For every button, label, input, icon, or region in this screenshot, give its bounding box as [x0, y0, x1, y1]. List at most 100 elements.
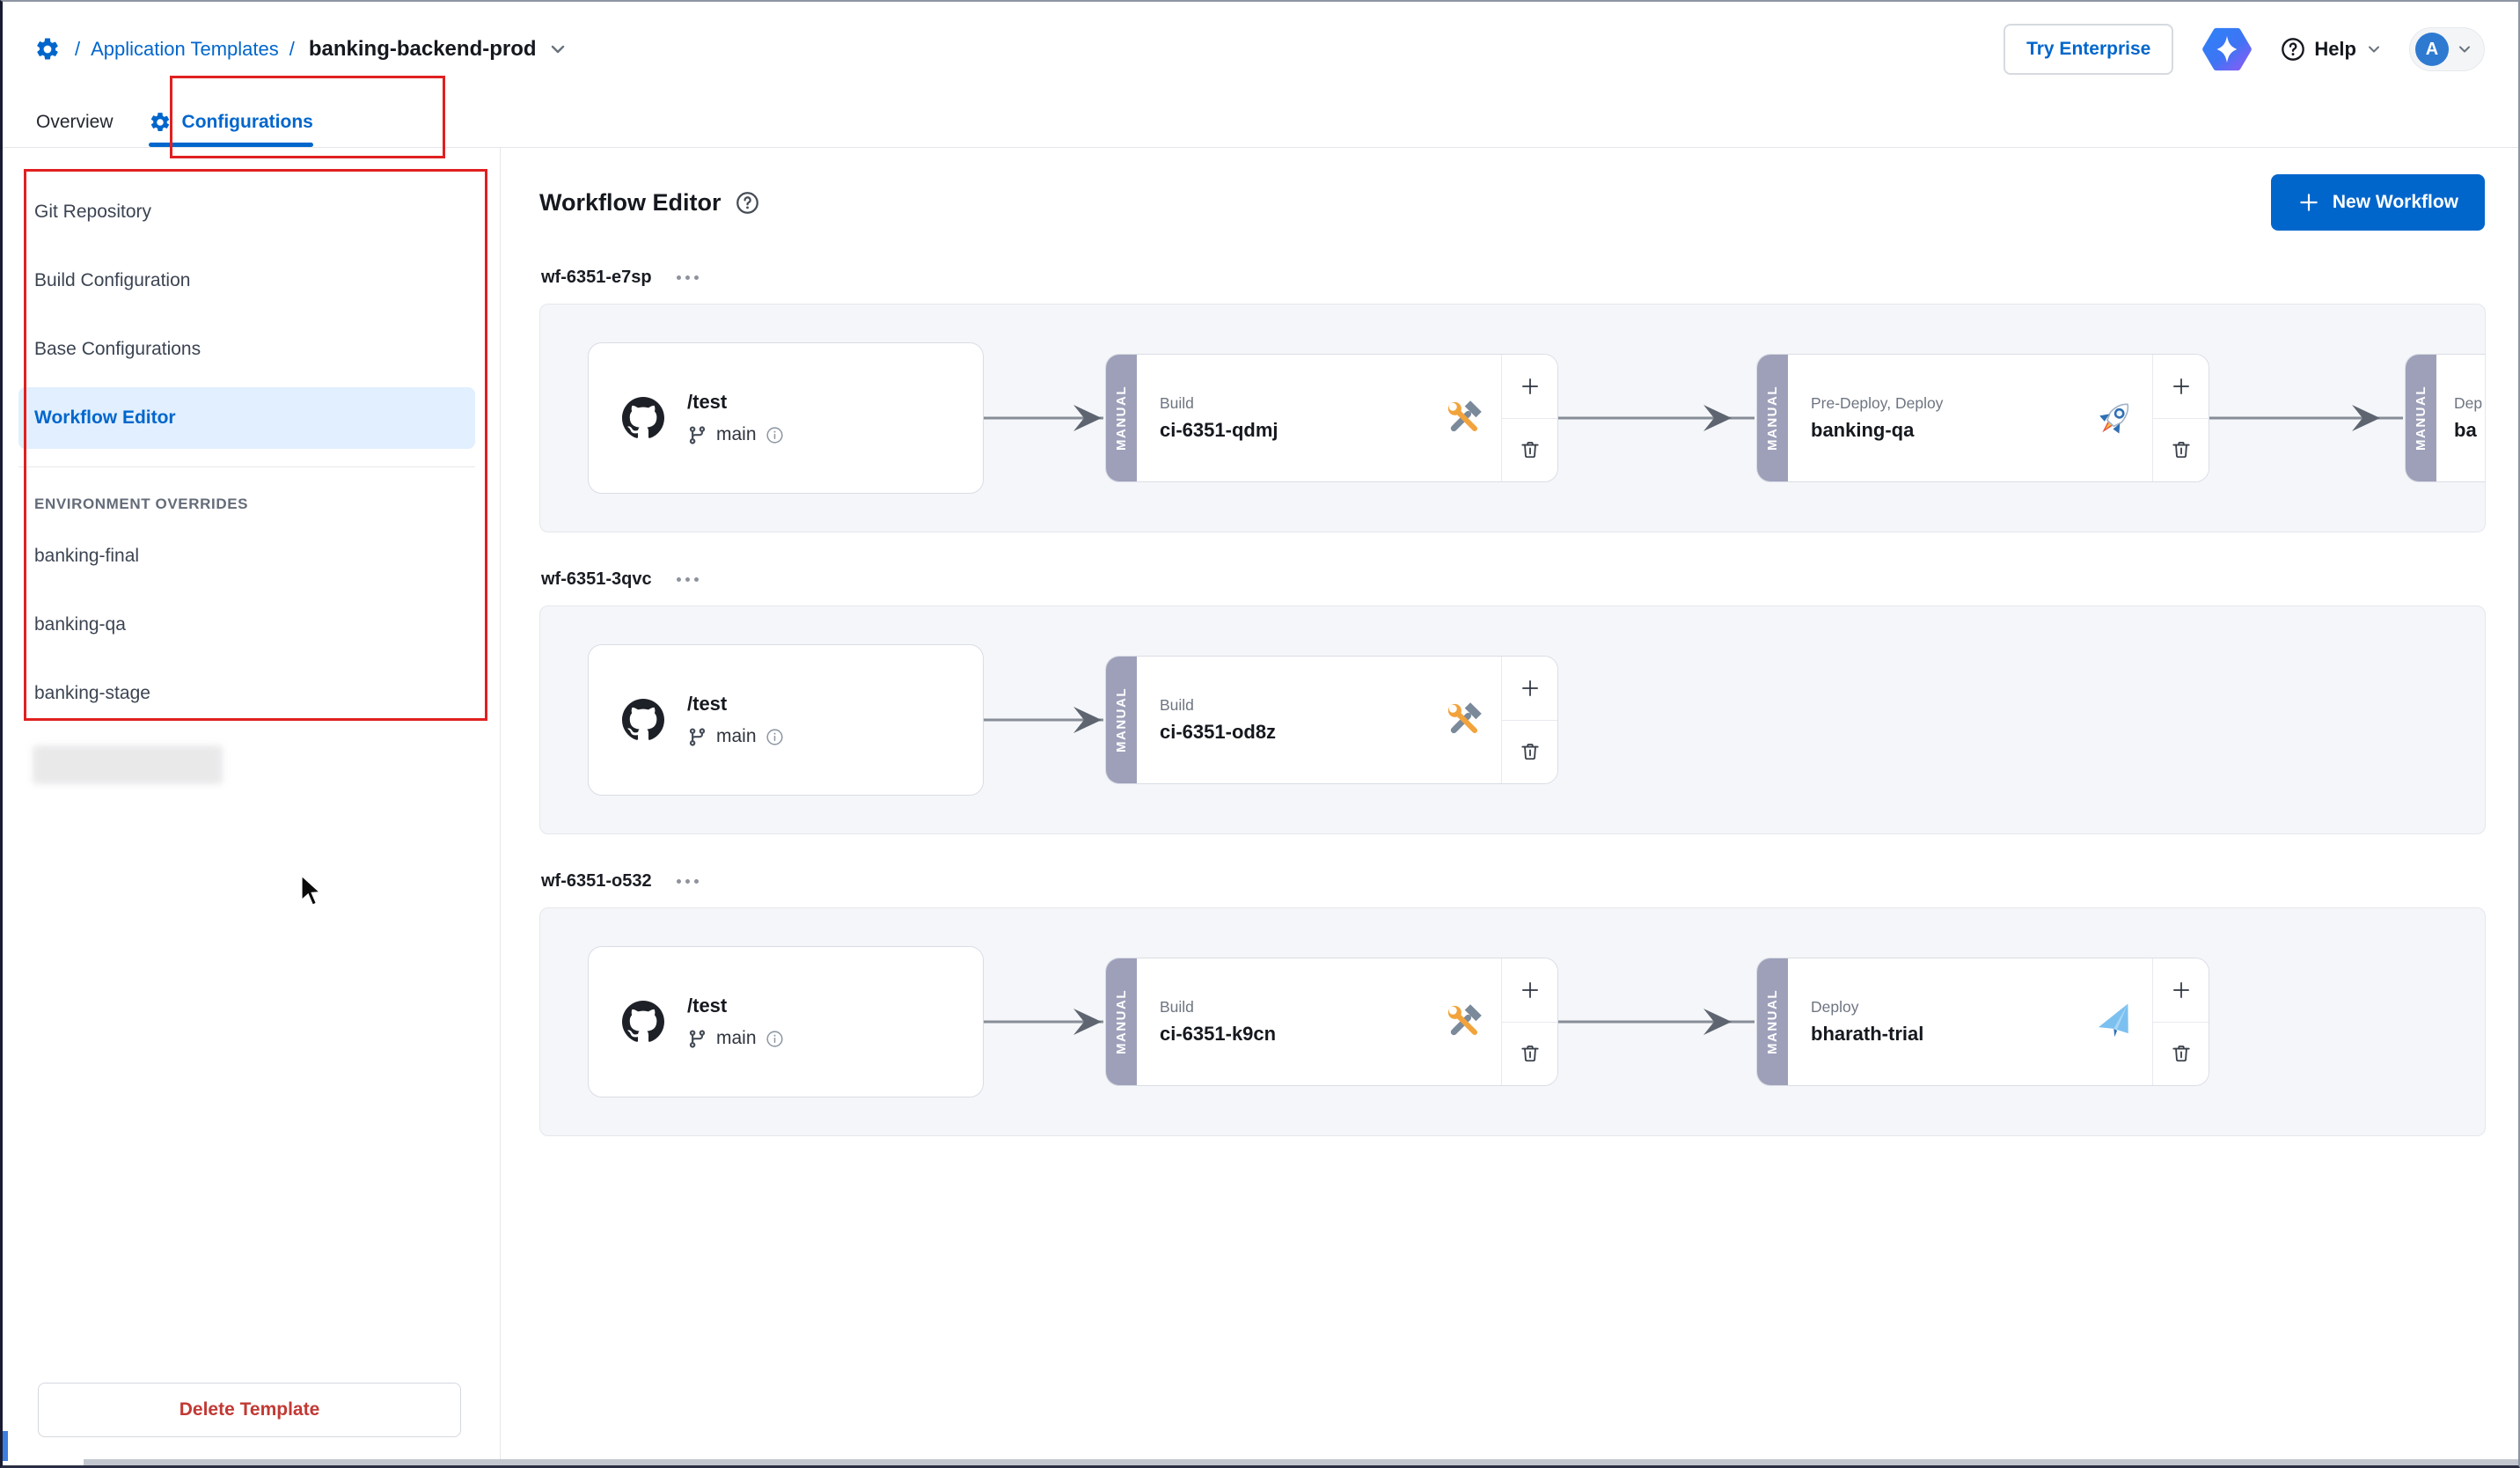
delete-template-button[interactable]: Delete Template [38, 1383, 461, 1437]
redacted-sidebar-item [33, 745, 223, 784]
connector-arrow [1558, 1009, 1754, 1035]
stage-type-label: Pre-Deploy, Deploy [1811, 394, 1944, 412]
delete-stage-button[interactable] [1502, 720, 1557, 783]
git-branch-icon [689, 1029, 706, 1048]
git-repo-path: /test [687, 693, 728, 715]
user-menu[interactable]: A [2409, 27, 2485, 71]
add-stage-button[interactable] [2153, 355, 2209, 419]
git-repo-path: /test [687, 391, 728, 413]
connector-arrow [1558, 405, 1754, 431]
deploy-pipeline-node-clipped[interactable]: MANUAL Dep ba [2405, 354, 2485, 482]
window-corner-accent [3, 1431, 8, 1461]
trash-icon [2172, 1046, 2190, 1062]
trigger-badge: MANUAL [1757, 355, 1788, 481]
stage-name: bharath-trial [1811, 1023, 1924, 1045]
settings-gear-icon[interactable] [34, 36, 61, 62]
add-stage-button[interactable] [1502, 355, 1557, 419]
environment-overrides-heading: ENVIRONMENT OVERRIDES [34, 495, 249, 512]
git-source-node[interactable]: /test main [588, 342, 984, 494]
trash-icon [1520, 442, 1539, 459]
add-stage-button[interactable] [1502, 657, 1557, 721]
build-tools-icon [1445, 399, 1482, 437]
sidebar-item-banking-final[interactable]: banking-final [34, 546, 140, 566]
configurations-gear-icon [150, 112, 169, 131]
delete-stage-button[interactable] [2153, 1022, 2209, 1085]
build-tools-icon [1445, 701, 1482, 738]
trigger-badge: MANUAL [1106, 657, 1137, 783]
build-pipeline-node[interactable]: MANUAL Build ci-6351-od8z [1105, 656, 1558, 784]
tab-configurations-label: Configurations [181, 111, 313, 132]
stage-type-label: Build [1160, 394, 1194, 412]
git-branch-name: main [716, 1028, 757, 1048]
deploy-pipeline-node[interactable]: MANUAL Pre-Deploy, Deploy banking-qa [1756, 354, 2209, 482]
stage-type-label: Build [1160, 696, 1194, 714]
git-repo-path: /test [687, 995, 728, 1017]
info-icon[interactable] [766, 728, 784, 746]
help-label: Help [2314, 38, 2356, 60]
sidebar-item-banking-stage[interactable]: banking-stage [34, 683, 150, 703]
info-icon[interactable] [766, 426, 784, 444]
help-chevron-icon [2369, 46, 2379, 53]
trash-icon [1520, 744, 1539, 760]
workflow-editor-panel: Workflow Editor New Workflow wf-6351-e7s… [501, 148, 2518, 1465]
delete-stage-button[interactable] [1502, 1022, 1557, 1085]
build-tools-icon [1445, 1002, 1482, 1040]
try-enterprise-button[interactable]: Try Enterprise [2004, 24, 2174, 75]
config-sidebar: Git Repository Build Configuration Base … [3, 148, 501, 1465]
delete-stage-button[interactable] [2153, 418, 2209, 481]
add-stage-button[interactable] [1502, 958, 1557, 1023]
breadcrumb-application-templates[interactable]: Application Templates [91, 38, 279, 60]
trigger-badge: MANUAL [1757, 958, 1788, 1085]
trigger-badge: MANUAL [2406, 355, 2436, 481]
new-workflow-button[interactable]: New Workflow [2270, 174, 2485, 231]
sidebar-item-banking-qa[interactable]: banking-qa [34, 614, 126, 635]
sparkle-hexagon-icon[interactable] [2200, 24, 2254, 75]
breadcrumb: / Application Templates / banking-backen… [75, 37, 568, 62]
rocket-icon [2094, 397, 2136, 439]
github-icon [622, 699, 664, 740]
workflow-menu-button[interactable] [675, 572, 700, 587]
breadcrumb-separator: / [75, 38, 81, 60]
trash-icon [1520, 1046, 1539, 1062]
workflow-wf-6351-e7sp: wf-6351-e7sp /test main [539, 268, 2518, 532]
workflow-canvas: /test main MANUAL [539, 606, 2486, 834]
sidebar-item-workflow-editor[interactable]: Workflow Editor [18, 387, 475, 449]
workflow-name: wf-6351-o532 [541, 871, 652, 891]
workflow-menu-button[interactable] [675, 874, 700, 889]
connector-arrow [2209, 405, 2403, 431]
stage-type-label: Build [1160, 998, 1194, 1016]
git-branch-name: main [716, 424, 757, 444]
info-icon[interactable] [766, 1030, 784, 1048]
tab-configurations[interactable]: Configurations [148, 97, 314, 147]
sidebar-divider [18, 466, 475, 467]
add-stage-button[interactable] [2153, 958, 2209, 1023]
github-icon [622, 1001, 664, 1042]
sidebar-item-base-configurations[interactable]: Base Configurations [34, 339, 201, 359]
help-menu[interactable]: Help [2281, 37, 2383, 62]
workflow-canvas: /test main MANUAL [539, 304, 2486, 532]
git-branch-icon [689, 727, 706, 746]
build-pipeline-node[interactable]: MANUAL Build ci-6351-k9cn [1105, 958, 1558, 1086]
github-icon [622, 397, 664, 438]
connector-arrow [984, 405, 1103, 431]
tab-overview[interactable]: Overview [36, 97, 114, 147]
build-pipeline-node[interactable]: MANUAL Build ci-6351-qdmj [1105, 354, 1558, 482]
deploy-pipeline-node[interactable]: MANUAL Deploy bharath-trial [1756, 958, 2209, 1086]
page-title: Workflow Editor [539, 188, 722, 216]
sidebar-item-git-repository[interactable]: Git Repository [34, 202, 152, 222]
window-bottom-edge [84, 1459, 2518, 1465]
stage-name: ci-6351-qdmj [1160, 419, 1278, 441]
stage-type-label: Deploy [1811, 998, 1859, 1016]
git-source-node[interactable]: /test main [588, 946, 984, 1097]
app-switcher-chevron-icon[interactable] [547, 39, 568, 60]
delete-stage-button[interactable] [1502, 418, 1557, 481]
stage-name: banking-qa [1811, 419, 1915, 441]
workflow-canvas: /test main MANUAL [539, 907, 2486, 1136]
stage-name: ci-6351-od8z [1160, 721, 1277, 743]
git-source-node[interactable]: /test main [588, 644, 984, 796]
connector-arrow [984, 1009, 1103, 1035]
workflow-menu-button[interactable] [675, 270, 700, 285]
sidebar-item-build-configuration[interactable]: Build Configuration [34, 270, 191, 290]
workflow-name: wf-6351-e7sp [541, 268, 652, 287]
workflow-help-icon[interactable] [736, 191, 759, 215]
